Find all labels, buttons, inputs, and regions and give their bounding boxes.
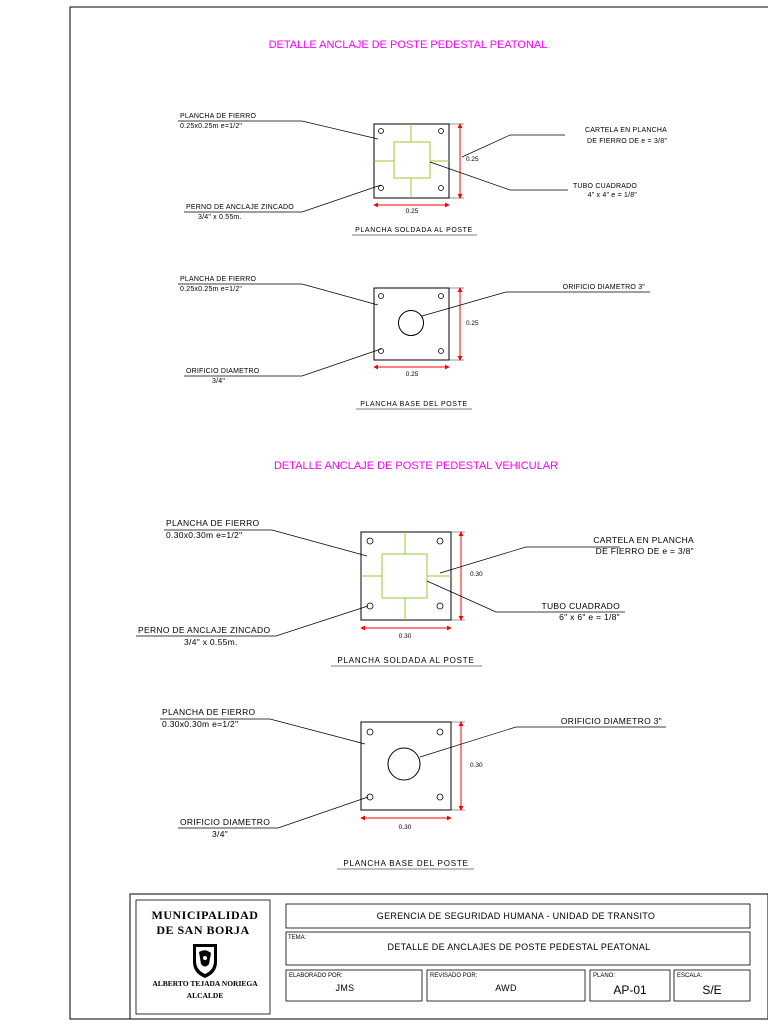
label-cartela-ps-2: DE FIERRO DE e = 3/8" (587, 138, 667, 145)
label-plancha-vs-2: 0.30x0.30m e=1/2" (166, 530, 242, 540)
escala-value: S/E (702, 983, 721, 997)
leader-tubo-ps (429, 161, 568, 191)
title-block (129, 893, 768, 1020)
leader-orificio3-pb (421, 291, 650, 317)
leader-orificio-pb (184, 348, 382, 377)
dimension-vehicular-base (360, 721, 465, 821)
leader-plancha-vs (164, 529, 368, 557)
label-perno-vs-1: PERNO DE ANCLAJE ZINCADO (138, 625, 270, 635)
label-tubo-ps-2: 4" x 4" e = 1/8" (588, 192, 638, 199)
title-peatonal: DETALLE ANCLAJE DE POSTE PEDESTAL PEATON… (269, 39, 548, 51)
dim-h-vehicular-soldada: 0.30 (399, 633, 412, 640)
label-plancha-pb-1: PLANCHA DE FIERRO (180, 276, 256, 283)
elaborado-label: ELABORADO POR: (289, 973, 343, 979)
leader-cartela-ps (461, 134, 565, 158)
dimension-peatonal-base (373, 287, 464, 370)
dim-h-peatonal-base: 0.25 (406, 371, 419, 378)
escala-label: ESCALA: (677, 973, 703, 979)
leader-tubo-vs (426, 580, 625, 613)
dim-v-peatonal-soldada: 0.25 (466, 156, 479, 163)
label-plancha-ps-1: PLANCHA DE FIERRO (180, 113, 256, 120)
label-orificio3-vb: ORIFICIO DIAMETRO 3" (561, 716, 662, 726)
leader-plancha-vb (160, 718, 366, 745)
label-cartela-ps-1: CARTELA EN PLANCHA (585, 127, 667, 134)
revisado-label: REVISADO POR: (430, 973, 478, 979)
label-plancha-vb-2: 0.30x0.30m e=1/2" (162, 719, 238, 729)
label-orificio-pb-1: ORIFICIO DIAMETRO (186, 368, 260, 375)
label-plancha-vb-1: PLANCHA DE FIERRO (162, 707, 256, 717)
plate-peatonal-soldada (373, 123, 450, 199)
plano-value: AP-01 (613, 983, 647, 997)
dimension-peatonal-soldada (373, 123, 464, 208)
plate-vehicular-base (360, 721, 452, 811)
alcalde-role: ALCALDE (187, 991, 224, 1000)
tema-label: TEMA: (288, 935, 307, 941)
gerencia-text: GERENCIA DE SEGURIDAD HUMANA - UNIDAD DE… (377, 911, 655, 921)
label-perno-ps-2: 3/4" x 0.55m. (198, 214, 242, 221)
label-tubo-ps-1: TUBO CUADRADO (573, 183, 637, 190)
leader-orificio-vb (178, 796, 369, 829)
dim-v-vehicular-soldada: 0.30 (470, 571, 483, 578)
alcalde-name: ALBERTO TEJADA NORIEGA (152, 979, 258, 988)
label-plancha-ps-2: 0.25x0.25m e=1/2" (180, 123, 242, 130)
leader-perno-vs (136, 605, 369, 637)
muni-line1: MUNICIPALIDAD (152, 908, 259, 922)
label-perno-ps-1: PERNO DE ANCLAJE ZINCADO (186, 204, 294, 211)
label-cartela-vs-2: DE FIERRO DE e = 3/8" (596, 546, 694, 556)
dim-v-vehicular-base: 0.30 (470, 762, 483, 769)
label-cartela-vs-1: CARTELA EN PLANCHA (593, 535, 694, 545)
muni-line2: DE SAN BORJA (156, 923, 249, 937)
leader-plancha-ps (178, 120, 379, 140)
leader-cartela-vs (439, 546, 620, 574)
dimension-vehicular-soldada (360, 531, 465, 631)
dim-h-peatonal-soldada: 0.25 (406, 208, 419, 215)
leader-perno-ps (184, 184, 382, 213)
label-orificio3-pb: ORIFICIO DIAMETRO 3" (563, 284, 646, 291)
revisado-value: AWD (495, 983, 517, 993)
leader-orificio3-vb (419, 726, 666, 758)
dim-v-peatonal-base: 0.25 (466, 320, 479, 327)
label-plancha-pb-2: 0.25x0.25m e=1/2" (180, 286, 242, 293)
caption-peatonal-soldada: PLANCHA SOLDADA AL POSTE (355, 227, 473, 234)
dim-h-vehicular-base: 0.30 (399, 824, 412, 831)
title-vehicular: DETALLE ANCLAJE DE POSTE PEDESTAL VEHICU… (274, 460, 558, 472)
label-perno-vs-2: 3/4" x 0.55m. (184, 637, 238, 647)
label-plancha-vs-1: PLANCHA DE FIERRO (166, 518, 260, 528)
label-tubo-vs-2: 6" x 6" e = 1/8" (559, 612, 620, 622)
caption-vehicular-soldada: PLANCHA SOLDADA AL POSTE (337, 656, 474, 665)
plate-vehicular-soldada (360, 531, 452, 621)
elaborado-value: JMS (336, 983, 355, 993)
municipal-shield-icon (193, 944, 217, 978)
label-orificio-pb-2: 3/4" (212, 378, 225, 385)
label-orificio-vb-1: ORIFICIO DIAMETRO (180, 817, 270, 827)
caption-peatonal-base: PLANCHA BASE DEL POSTE (360, 401, 467, 408)
tema-text: DETALLE DE ANCLAJES DE POSTE PEDESTAL PE… (388, 942, 651, 952)
plate-peatonal-base (373, 287, 450, 361)
caption-vehicular-base: PLANCHA BASE DEL POSTE (343, 859, 468, 868)
plano-label: PLANO: (593, 973, 615, 979)
leader-plancha-pb (178, 283, 379, 306)
label-orificio-vb-2: 3/4" (212, 829, 228, 839)
label-tubo-vs-1: TUBO CUADRADO (541, 601, 620, 611)
